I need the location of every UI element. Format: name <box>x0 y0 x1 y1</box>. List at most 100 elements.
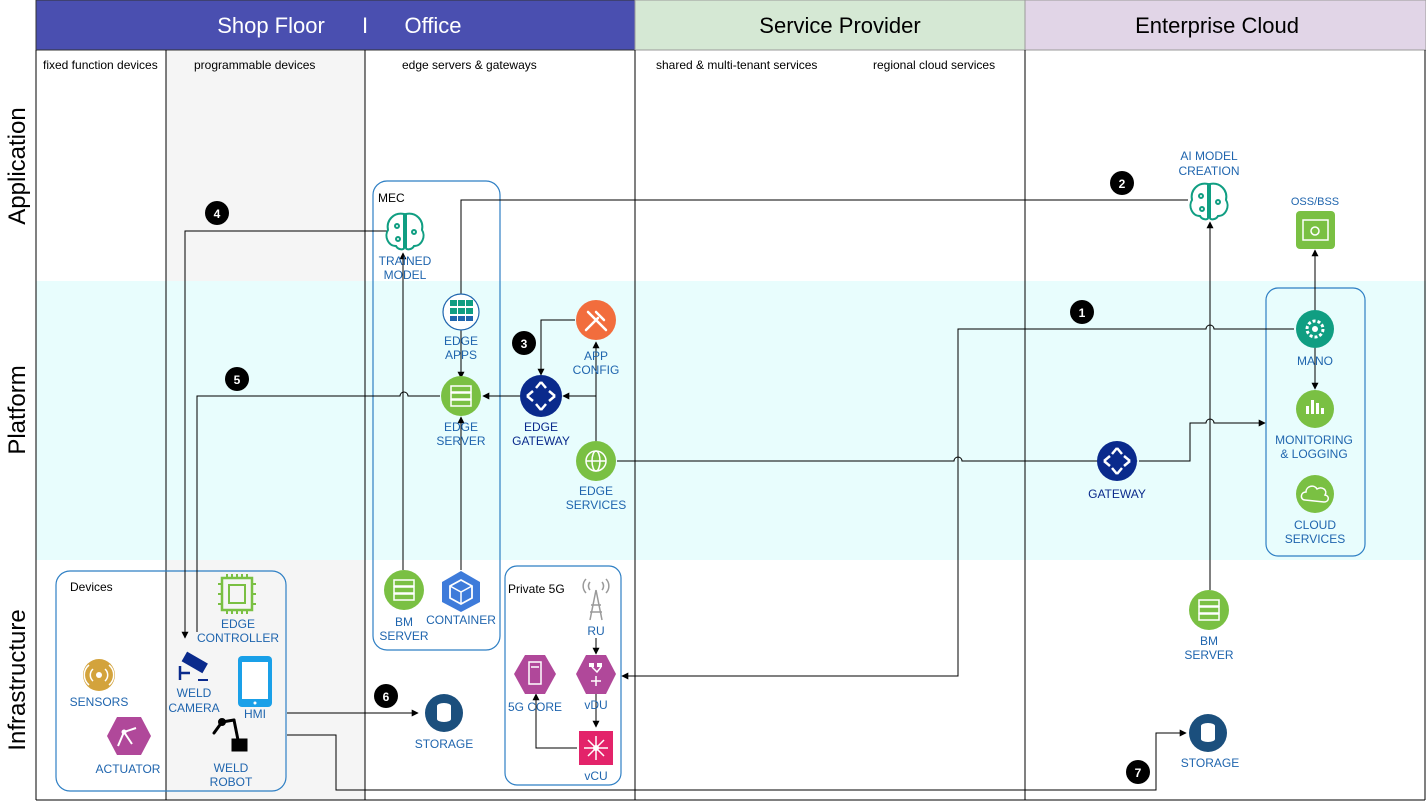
cloud-services-label-2: SERVICES <box>1285 532 1345 546</box>
layer-infrastructure: Infrastructure <box>4 609 31 750</box>
core-icon <box>514 655 556 694</box>
svg-text:2: 2 <box>1119 177 1126 191</box>
antenna-icon <box>582 578 610 621</box>
layer-platform: Platform <box>4 365 31 454</box>
edge-controller-label-1: EDGE <box>221 617 255 631</box>
ru-label: RU <box>587 624 604 638</box>
cloud-services-label-1: CLOUD <box>1294 518 1336 532</box>
gateway-label: GATEWAY <box>1088 487 1146 501</box>
edge-controller-node[interactable]: EDGE CONTROLLER <box>197 574 279 645</box>
edge-server-node[interactable]: EDGE SERVER <box>436 376 486 448</box>
step-3-marker: 3 <box>512 331 536 355</box>
hmi-to-cloud-storage-line <box>287 729 1187 791</box>
edge-services-node[interactable]: EDGE SERVICES <box>566 441 626 512</box>
edge-controller-label-2: CONTROLLER <box>197 631 279 645</box>
hmi-node[interactable]: HMI <box>238 656 272 721</box>
header-service-provider-label: Service Provider <box>759 13 920 38</box>
group-containers <box>55 180 1366 792</box>
edge-gateway-label-1: EDGE <box>524 420 558 434</box>
mano-to-vdu-line <box>621 324 1294 680</box>
edge-apps-label-1: EDGE <box>444 334 478 348</box>
5g-core-node[interactable]: 5G CORE <box>508 655 562 714</box>
gateway-to-monitoring-line <box>1139 418 1266 462</box>
monitoring-node[interactable]: MONITORING & LOGGING <box>1275 390 1353 461</box>
col-edge-servers: edge servers & gateways <box>402 58 537 72</box>
header-bar: Shop Floor I Office Service Provider Ent… <box>35 0 1426 51</box>
edge-services-to-edge-gateway-line <box>562 392 597 443</box>
gateway-node[interactable]: GATEWAY <box>1088 441 1146 501</box>
storage-office-label: STORAGE <box>415 737 473 751</box>
cloud-services-node[interactable]: CLOUD SERVICES <box>1285 475 1345 546</box>
col-fixed-function: fixed function devices <box>43 58 158 72</box>
actuator-icon <box>107 717 151 755</box>
layer-labels: Application Platform Infrastructure <box>4 107 31 750</box>
header-shop-office <box>35 0 636 51</box>
step-6-marker: 6 <box>374 684 398 708</box>
bm-server-cloud-node[interactable]: BM SERVER <box>1184 590 1234 662</box>
mec-label: MEC <box>378 191 405 205</box>
header-enterprise-cloud <box>1024 0 1426 51</box>
hmi-label: HMI <box>244 707 266 721</box>
router-icon <box>1097 441 1137 481</box>
svg-text:6: 6 <box>383 690 390 704</box>
server-icon <box>1189 590 1229 630</box>
weld-robot-label-2: ROBOT <box>210 775 253 789</box>
header-office-label: Office <box>404 13 461 38</box>
private-5g-group <box>504 565 622 786</box>
app-config-node[interactable]: APP CONFIG <box>573 300 620 377</box>
mano-label: MANO <box>1297 354 1333 368</box>
edge-server-label-2: SERVER <box>436 434 485 448</box>
bm-server-cloud-label-1: BM <box>1200 634 1218 648</box>
dashboard-icon <box>1296 211 1335 249</box>
storage-cloud-node[interactable]: STORAGE <box>1181 714 1239 770</box>
edge-services-label-2: SERVICES <box>566 498 626 512</box>
chip-icon <box>218 574 256 614</box>
trained-model-node[interactable]: TRAINED MODEL <box>379 212 432 282</box>
ai-model-label-2: CREATION <box>1178 164 1239 178</box>
sensors-node[interactable]: SENSORS <box>70 659 129 709</box>
ru-node[interactable]: RU <box>582 578 610 638</box>
edge-services-label-1: EDGE <box>579 484 613 498</box>
vdu-icon <box>576 655 616 694</box>
edge-server-label-1: EDGE <box>444 420 478 434</box>
col-programmable: programmable devices <box>194 58 315 72</box>
router-icon <box>520 375 562 417</box>
edge-apps-node[interactable]: EDGE APPS <box>442 293 480 362</box>
weld-robot-node[interactable]: WELD ROBOT <box>210 718 253 790</box>
edge-apps-label-2: APPS <box>445 348 477 362</box>
container-node[interactable]: CONTAINER <box>426 571 496 627</box>
5g-core-label: 5G CORE <box>508 700 562 714</box>
ai-model-creation-node[interactable]: AI MODEL CREATION <box>1178 149 1240 221</box>
brain-icon <box>385 212 425 251</box>
step-5-marker: 5 <box>225 367 249 391</box>
oss-bss-node[interactable]: OSS/BSS <box>1291 196 1339 249</box>
vdu-label: vDU <box>584 698 607 712</box>
svg-text:5: 5 <box>234 373 241 387</box>
actuator-label: ACTUATOR <box>96 762 161 776</box>
weld-camera-label-1: WELD <box>177 686 212 700</box>
bm-server-cloud-label-2: SERVER <box>1184 648 1233 662</box>
app-config-to-edge-gateway-line <box>537 319 575 376</box>
col-shared: shared & multi-tenant services <box>656 58 817 72</box>
vdu-node[interactable]: vDU <box>576 655 616 712</box>
ai-to-edge-apps-line <box>460 199 1188 295</box>
storage-office-node[interactable]: STORAGE <box>415 694 473 751</box>
trained-model-label-2: MODEL <box>384 268 427 282</box>
weld-camera-label-2: CAMERA <box>168 701 219 715</box>
container-label: CONTAINER <box>426 613 496 627</box>
vcu-node[interactable]: vCU <box>579 731 613 783</box>
mano-node[interactable]: MANO <box>1296 310 1334 368</box>
mec-group <box>372 180 501 651</box>
header-service-provider <box>634 0 1026 51</box>
bm-server-office-node[interactable]: BM SERVER <box>379 570 429 643</box>
vcu-to-5g-core-line <box>532 693 577 749</box>
actuator-node[interactable]: ACTUATOR <box>96 717 161 776</box>
edge-server-to-controller-line <box>196 391 440 632</box>
oss-bss-label: OSS/BSS <box>1291 196 1339 208</box>
svg-text:4: 4 <box>214 207 221 221</box>
weld-camera-node[interactable]: WELD CAMERA <box>168 651 220 715</box>
app-config-label-1: APP <box>584 349 608 363</box>
vcu-label: vCU <box>584 769 607 783</box>
edge-gateway-node[interactable]: EDGE GATEWAY <box>512 375 570 448</box>
cloud-icon <box>1296 475 1334 513</box>
